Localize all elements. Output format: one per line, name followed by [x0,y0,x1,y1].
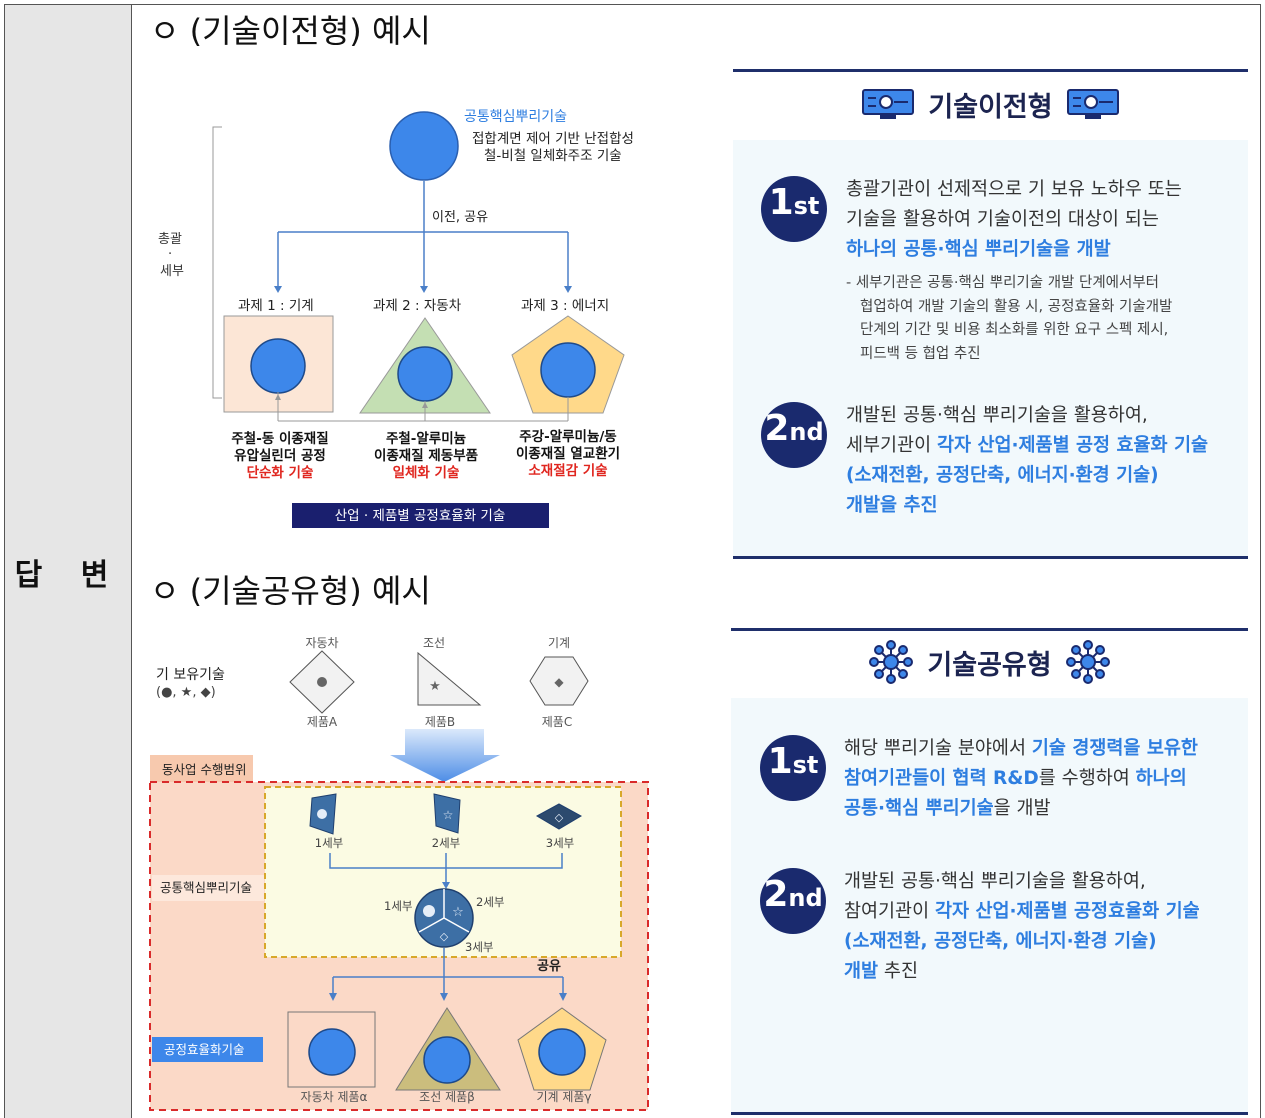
product-gamma-circle [538,1028,586,1076]
svg-text:◇: ◇ [440,930,449,943]
side-label-top: 총괄 [158,232,182,247]
owned-tech-label: 기 보유기술 [156,667,225,683]
panel1-top-rule [733,69,1248,72]
product-beta-label: 조선 제품β [419,1090,475,1104]
task2-desc-red: 일체화 기술 [393,465,460,481]
product-a-sub: 제품A [307,715,338,729]
sub3-label: 3세부 [546,836,574,850]
panel2-step1-text: 해당 뿌리기술 분야에서 기술 경쟁력을 보유한 참여기관들이 협력 R&D를 … [844,738,1198,819]
answer-label: 답 변 [14,558,123,593]
task1-desc-line2: 유압실린더 공정 [234,447,326,464]
panel2-heading-text: 기술공유형 [927,649,1052,681]
panel1-note: - 세부기관은 공통·핵심 뿌리기술 개발 단계에서부터 협업하여 개발 기술의… [846,275,1173,362]
product-alpha-label: 자동차 제품α [301,1090,368,1104]
core-tech-circle [389,111,459,181]
panel2-step2-text: 개발된 공통·핵심 뿌리기술을 활용하여, 참여기관이 각자 산업·제품별 공정… [844,871,1200,982]
group-bracket [212,126,222,399]
core-title: 공통핵심뿌리기술 [464,109,567,125]
task3-desc-line2: 이종재질 열교환기 [516,445,620,462]
svg-text:☆: ☆ [443,808,454,822]
combined-sub2-label: 2세부 [476,895,504,909]
tech-transfer-icon [862,89,915,119]
sub2-piece [433,793,461,834]
side-label-dot: · [168,247,172,262]
core-row-label: 공통핵심뿌리기술 [160,880,252,895]
panel2-top-rule [731,628,1248,631]
panel1-step2-text: 개발된 공통·핵심 뿌리기술을 활용하여, 세부기관이 각자 산업·제품별 공정… [846,405,1209,516]
process-efficiency-label: 산업 · 제품별 공정효율화 기술 [335,508,506,524]
combined-sub1-label: 1세부 [384,899,412,913]
sub3-piece [535,803,583,830]
svg-text:☆: ☆ [452,905,464,920]
transfer-label: 이전, 공유 [432,210,488,225]
core-desc-line2: 철-비철 일체화주조 기술 [484,148,622,164]
panel1-bottom-rule [733,556,1248,559]
combined-sub3-label: 3세부 [465,940,493,954]
scope-label: 동사업 수행범위 [162,762,246,777]
panel1-heading-text: 기술이전형 [928,91,1053,123]
section2-title: ㅇ (기술공유형) 예시 [150,572,431,610]
panel1-heading: 기술이전형 [733,84,1248,124]
core-desc-line1: 접합계면 제어 기반 난접합성 [472,131,634,147]
process-label: 공정효율화기술 [164,1042,245,1057]
task1-circle [250,338,306,394]
task2-circle [397,346,453,402]
product-c-label: 기계 [548,636,570,650]
task2-desc-line1: 주철-알루미늄 [386,431,466,447]
answer-label-cell: 답 변 [5,5,132,1118]
scope-tab [150,755,253,783]
network-people-icon [1065,640,1110,684]
panel2-bottom-rule [731,1112,1248,1115]
task3-desc-red: 소재절감 기술 [528,462,607,479]
task1-desc-red: 단순화 기술 [247,464,314,481]
product-b-label: 조선 [423,636,445,650]
section1-title: ㅇ (기술이전형) 예시 [150,12,431,50]
svg-text:◆: ◆ [554,675,564,689]
network-people-icon [869,640,914,684]
task2-desc-line2: 이종재질 제동부품 [374,447,478,464]
svg-text:★: ★ [429,679,441,694]
product-c-sub: 제품C [542,715,572,729]
panel1-step1-text: 총괄기관이 선제적으로 기 보유 노하우 또는 기술을 활용하여 기술이전의 대… [846,179,1182,260]
task1-desc-line1: 주철-동 이종재질 [231,430,328,447]
big-down-arrow [390,729,500,782]
share-label: 공유 [537,959,561,974]
task3-circle [540,342,596,398]
product-c-hexagon [529,656,589,706]
tech-transfer-diagram: 총괄 · 세부 공통핵심뿌리기술 접합계면 제어 기반 난접합성 철-비철 일체… [158,109,634,528]
svg-text:◇: ◇ [555,811,564,824]
sub2-label: 2세부 [432,836,460,850]
product-a-label: 자동차 [305,636,338,650]
sub1-label: 1세부 [315,836,343,850]
process-efficiency-bar [292,503,549,528]
product-b-sub: 제품B [425,715,455,729]
panel2-heading: 기술공유형 [731,640,1248,684]
product-gamma-label: 기계 제품γ [536,1090,591,1104]
owned-tech-symbols: (●, ★, ◆) [156,685,216,700]
tech-transfer-icon [1066,89,1119,119]
core-label-bg [152,875,264,901]
answer-table: 답 변 [4,4,1261,1118]
task3-title: 과제 3 : 에너지 [521,298,609,314]
side-label-bottom: 세부 [160,264,184,279]
product-b-triangle [417,651,482,706]
task1-title: 과제 1 : 기계 [238,298,314,314]
process-label-bg [152,1037,263,1062]
product-beta-circle [423,1036,471,1084]
product-alpha-circle [308,1028,356,1076]
task3-desc-line1: 주강-알루미늄/동 [519,428,616,445]
task2-title: 과제 2 : 자동차 [373,298,462,314]
tech-sharing-diagram: 기 보유기술 (●, ★, ◆) 자동차 제품A 조선 ★ 제품B 기계 ◆ 제… [149,636,649,1111]
